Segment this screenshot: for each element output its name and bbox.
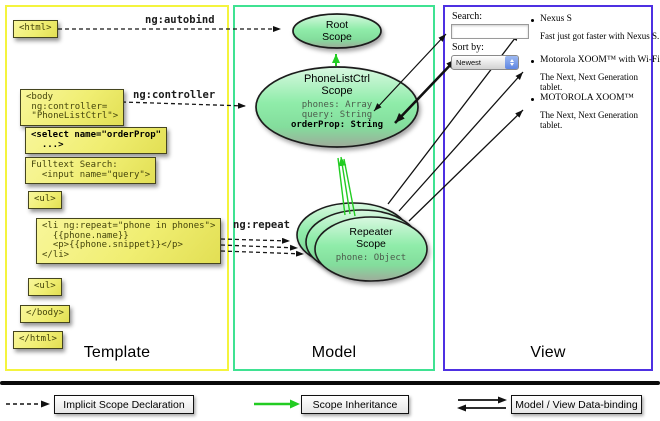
phone-item-title: MOTOROLA XOOM™ xyxy=(540,93,634,103)
double-arrow-icon xyxy=(457,396,507,412)
repeater-prop-phone: phone: Object xyxy=(335,253,407,263)
code-box-body-close: </body> xyxy=(20,305,70,323)
sort-by-label: Sort by: xyxy=(452,42,484,53)
code-box-body-open: <body ng:controller= "PhoneListCtrl"> xyxy=(20,89,125,126)
model-column-title: Model xyxy=(311,344,357,361)
dropdown-stepper-icon xyxy=(505,56,518,69)
template-column-title: Template xyxy=(83,344,151,361)
phone-item-title: Motorola XOOM™ with Wi-Fi xyxy=(540,55,660,65)
phone-item-desc: Fast just got faster with Nexus S. xyxy=(540,31,660,41)
phone-item-desc: The Next, Next Generation tablet. xyxy=(540,72,638,92)
dashed-arrow-icon xyxy=(6,400,50,408)
sort-dropdown-value: Newest xyxy=(456,58,482,67)
code-box-li-repeat: <li ng:repeat="phone in phones"> {{phone… xyxy=(36,218,222,264)
legend-scope-inheritance: Scope Inheritance xyxy=(301,395,409,414)
code-box-html-close: </html> xyxy=(13,331,63,349)
code-box-ul-close: <ul> xyxy=(28,278,62,296)
search-label: Search: xyxy=(452,11,482,22)
phone-item-desc: The Next, Next Generation tablet. xyxy=(540,110,638,130)
root-scope-label: Root Scope xyxy=(322,19,352,43)
legend-data-binding: Model / View Data-binding xyxy=(511,395,642,414)
code-box-ul-open: <ul> xyxy=(28,191,62,209)
bullet-icon xyxy=(531,60,534,63)
green-arrow-icon xyxy=(254,399,300,409)
view-column-title: View xyxy=(530,344,566,361)
ng-controller-label: ng:controller xyxy=(133,89,216,101)
ng-autobind-label: ng:autobind xyxy=(145,14,215,26)
code-box-fulltext-search: Fulltext Search: <input name="query"> xyxy=(25,157,157,184)
model-column-frame xyxy=(233,5,435,371)
bullet-icon xyxy=(531,98,534,101)
ng-repeat-label: ng:repeat xyxy=(233,219,290,231)
phonelistctrl-scope-label: PhoneListCtrl Scope phones: Array query:… xyxy=(257,73,417,130)
code-box-select: <select name="orderProp" ...> xyxy=(25,127,168,154)
phone-item-title: Nexus S xyxy=(540,14,572,24)
phonelist-prop-orderprop: orderProp: String xyxy=(290,120,384,130)
legend-separator xyxy=(0,381,660,385)
phonelist-prop-query: query: String xyxy=(301,110,373,120)
sort-dropdown[interactable]: Newest xyxy=(451,55,519,70)
repeater-scope-label: Repeater Scope phone: Object xyxy=(315,226,427,263)
search-input[interactable] xyxy=(451,24,529,39)
legend-implicit-scope: Implicit Scope Declaration xyxy=(54,395,194,414)
bullet-icon xyxy=(531,19,534,22)
code-box-html-open: <html> xyxy=(13,20,58,38)
phonelist-prop-phones: phones: Array xyxy=(301,100,373,110)
